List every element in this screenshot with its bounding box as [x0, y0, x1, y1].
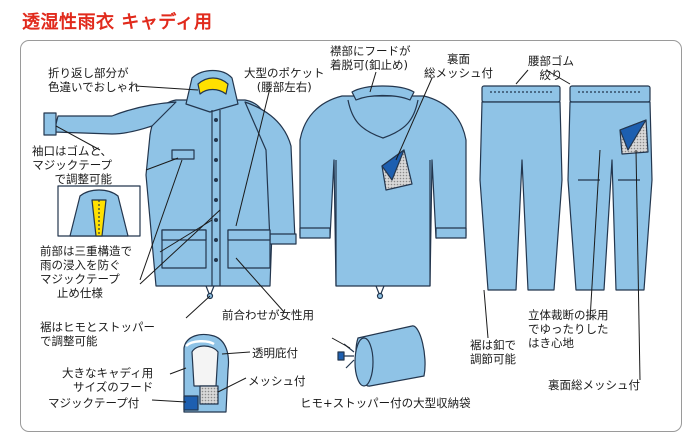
storage-bag: [337, 325, 426, 387]
label-hem-button: 裾は釦で 調節可能: [470, 338, 516, 366]
label-womens: 前合わせが女性用: [222, 308, 314, 322]
label-mesh: メッシュ付: [248, 374, 306, 388]
label-hood-neck: 襟部にフードが 着脱可(釦止め): [330, 44, 411, 72]
label-velcro-close: マジックテープ 止め仕様: [40, 272, 120, 300]
label-big-hood: 大きなキャディ用 サイズのフード: [62, 366, 154, 394]
jacket-back: [299, 85, 467, 300]
hood: [183, 333, 230, 413]
pants-back: [567, 85, 653, 291]
label-cuff: 袖口はゴムと、 マジックテープ で調整可能: [32, 144, 113, 186]
label-visor: 透明庇付: [252, 346, 298, 360]
collar-inset: [57, 185, 141, 237]
label-hem: 裾はヒモとストッパー で調整可能: [40, 320, 155, 348]
page-title: 透湿性雨衣 キャディ用: [22, 12, 213, 33]
label-bag: ヒモ+ストッパー付の大型収納袋: [300, 396, 471, 410]
label-collar: 折り返し部分が 色違いでおしゃれ: [48, 66, 140, 94]
label-pocket: 大型のポケット (腰部左右): [244, 66, 325, 94]
label-front: 前部は三重構造で 雨の浸入を防ぐ: [40, 244, 132, 272]
label-waist: 腰部ゴム 絞り: [528, 54, 574, 82]
pants-front: [479, 85, 563, 291]
label-velcro: マジックテープ付: [48, 396, 140, 410]
jacket-front: [43, 69, 297, 300]
label-pants-mesh: 裏面総メッシュ付: [548, 378, 640, 392]
label-cut: 立体裁断の採用 でゆったりした はき心地: [528, 308, 609, 350]
label-back-mesh: 裏面 総メッシュ付: [424, 52, 493, 80]
